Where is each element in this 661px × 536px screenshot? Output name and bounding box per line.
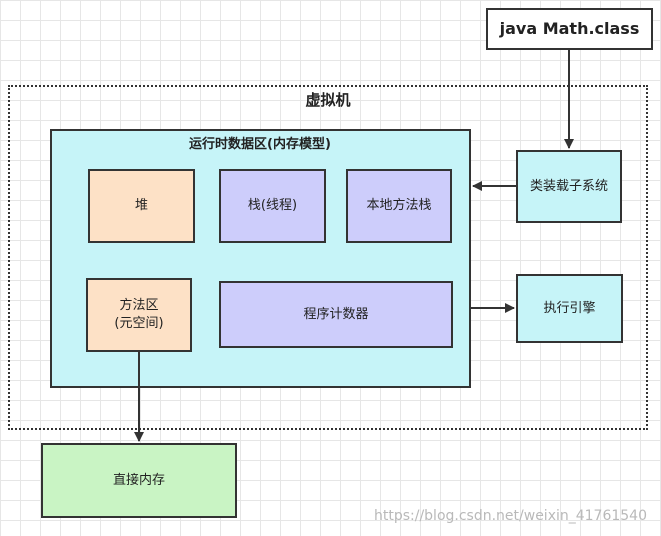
method-area-label: 方法区 [119,298,159,314]
stack-label: 栈(线程) [247,198,298,214]
class-file-box: java Math.class [486,8,653,50]
direct-memory-box: 直接内存 [41,443,237,518]
heap-label: 堆 [134,198,148,214]
execution-engine-box: 执行引擎 [516,274,623,343]
watermark: https://blog.csdn.net/weixin_41761540 [373,508,647,524]
native-stack-label: 本地方法栈 [366,198,432,214]
class-loader-box: 类装载子系统 [516,150,622,223]
native-method-stack-box: 本地方法栈 [346,169,452,243]
execution-engine-label: 执行引擎 [543,300,596,316]
heap-box: 堆 [88,169,195,243]
jvm-title: 虚拟机 [305,91,351,109]
class-file-label: java Math.class [499,19,640,39]
jvm-boundary [8,85,648,430]
class-loader-label: 类装载子系统 [529,178,608,194]
method-area-box: 方法区 (元空间) [86,278,192,352]
runtime-area-title: 运行时数据区(内存模型) [189,137,331,152]
metaspace-label: (元空间) [114,316,164,331]
program-counter-box: 程序计数器 [219,281,453,348]
direct-memory-label: 直接内存 [112,472,165,488]
program-counter-label: 程序计数器 [303,306,369,322]
stack-box: 栈(线程) [219,169,326,243]
